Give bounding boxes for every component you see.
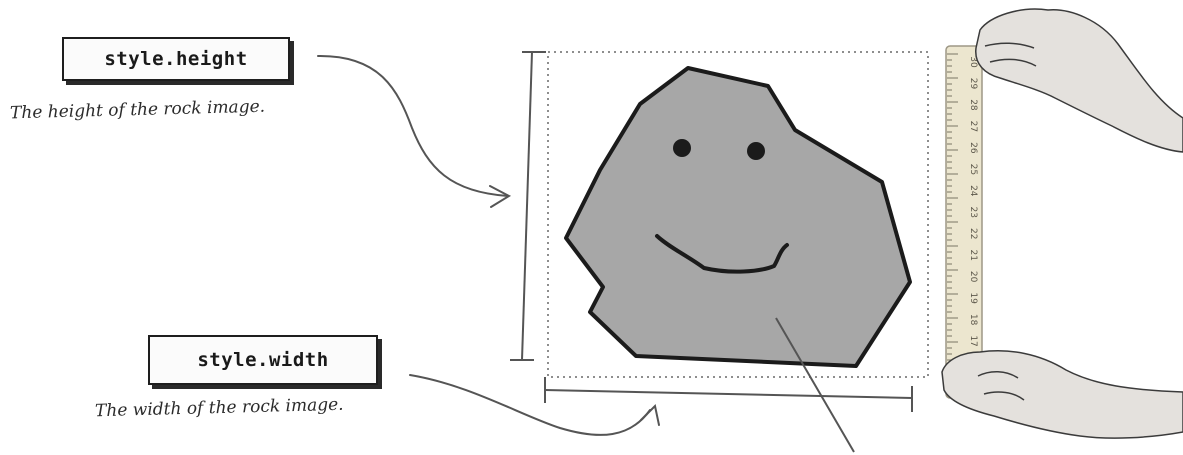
measuring-tape-icon: 15161718192021222324252627282930 xyxy=(946,46,982,398)
rock-eye-right xyxy=(747,142,765,160)
rock-shape xyxy=(566,68,910,366)
tape-number: 23 xyxy=(968,207,978,218)
style-height-label: style.height xyxy=(62,37,290,81)
tape-number: 22 xyxy=(968,228,978,239)
width-measure-bracket xyxy=(545,377,912,412)
arrow-icon xyxy=(318,56,509,207)
tape-number: 19 xyxy=(968,292,978,304)
tape-number: 20 xyxy=(968,271,978,283)
tape-number: 17 xyxy=(968,335,978,346)
height-measure-bracket xyxy=(510,52,546,360)
tape-number: 25 xyxy=(968,164,978,175)
rock-eye-left xyxy=(673,139,691,157)
tape-number: 28 xyxy=(968,99,978,111)
tape-number: 21 xyxy=(968,249,978,260)
hand-icon xyxy=(976,9,1183,152)
hand-icon-bottom xyxy=(942,351,1183,438)
style-width-label: style.width xyxy=(148,335,378,385)
arrow-icon-width xyxy=(410,375,659,435)
tape-number: 29 xyxy=(968,78,978,90)
tape-number: 27 xyxy=(968,121,978,132)
tape-number: 26 xyxy=(968,142,978,154)
tape-number: 18 xyxy=(968,314,978,326)
tape-number: 24 xyxy=(968,185,978,197)
